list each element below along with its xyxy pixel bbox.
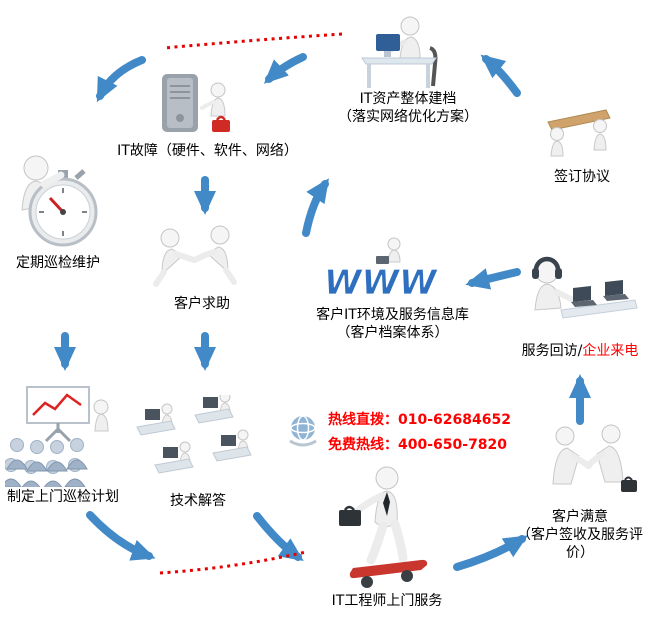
hotline-direct-number: 热线直拨：010-62684652 [328,412,511,428]
service-callback-label: 服务回访/企业来电 [505,342,652,360]
arrow-fault-to-inspection [96,56,146,103]
arrow-callback-to-envdb [465,268,521,290]
service-callback-text: 服务回访/ [521,343,583,359]
presentation-group-illustration [0,386,109,490]
two-people-carrying-illustration [547,109,611,157]
headset-operator-illustration [532,256,638,319]
node-it-fault [140,72,250,144]
it-fault-label: IT故障（硬件、软件、网络） [117,143,298,159]
it-env-db-subtitle: （客户档案体系） [336,325,449,341]
customer-satisfaction-label: 客户满意 （客户签收及服务评价） [517,509,643,561]
handshake-illustration [552,424,637,492]
node-engineer-onsite [325,462,440,596]
dotted-line-bottom [159,550,307,575]
node-regular-inspection [8,150,108,256]
service-callback-highlight: 企业来电 [582,343,639,359]
customer-help-label: 客户求助 [174,296,230,312]
stopwatch-figure-illustration [21,155,98,247]
regular-inspection-label: 定期巡检维护 [16,255,100,271]
arrow-agreement-to-archive [480,54,521,97]
hotline-free-number: 免费热线：400-650-7820 [328,437,508,453]
node-service-callback [515,248,640,344]
inspection-plan-label: 制定上门巡检计划 [7,489,119,505]
customer-satisfaction-subtitle: （客户签收及服务评价） [517,527,643,561]
arrow-answer-to-onsite [253,512,304,562]
arrow-archive-to-fault [263,53,307,84]
dotted-line-top [163,32,343,50]
arrow-onsite-to-satisfaction [453,535,528,571]
engineer-onsite-label: IT工程师上门服务 [331,593,443,609]
it-asset-archive-label: IT资产整体建档 （落实网络优化方案） [328,90,488,126]
office-desks-illustration [136,391,252,474]
node-inspection-plan [0,385,120,491]
node-customer-help [148,222,243,298]
www-text: WWW [324,263,438,303]
sign-agreement-label: 签订协议 [554,169,610,185]
tech-answer-label: 技术解答 [170,493,226,509]
it-asset-archive-title: IT资产整体建档 [359,91,457,107]
arrow-envdb-to-fault [302,178,329,237]
two-figures-talking-illustration [153,225,237,287]
engineer-on-skateboard-illustration [339,466,428,588]
node-it-env-db: WWW [322,236,457,308]
node-sign-agreement [540,92,620,168]
globe-icon [286,414,320,452]
node-customer-satisfaction [535,422,640,512]
person-at-desk-illustration [361,16,438,88]
node-it-asset-archive [350,12,455,96]
it-asset-archive-subtitle: （落实网络优化方案） [338,109,478,125]
arrow-plan-to-onsite [86,511,156,561]
node-tech-answer [135,391,260,495]
www-database-illustration: WWW [324,237,438,303]
it-env-db-label: 客户IT环境及服务信息库 （客户档案体系） [305,306,480,342]
server-tower-illustration [162,74,230,132]
